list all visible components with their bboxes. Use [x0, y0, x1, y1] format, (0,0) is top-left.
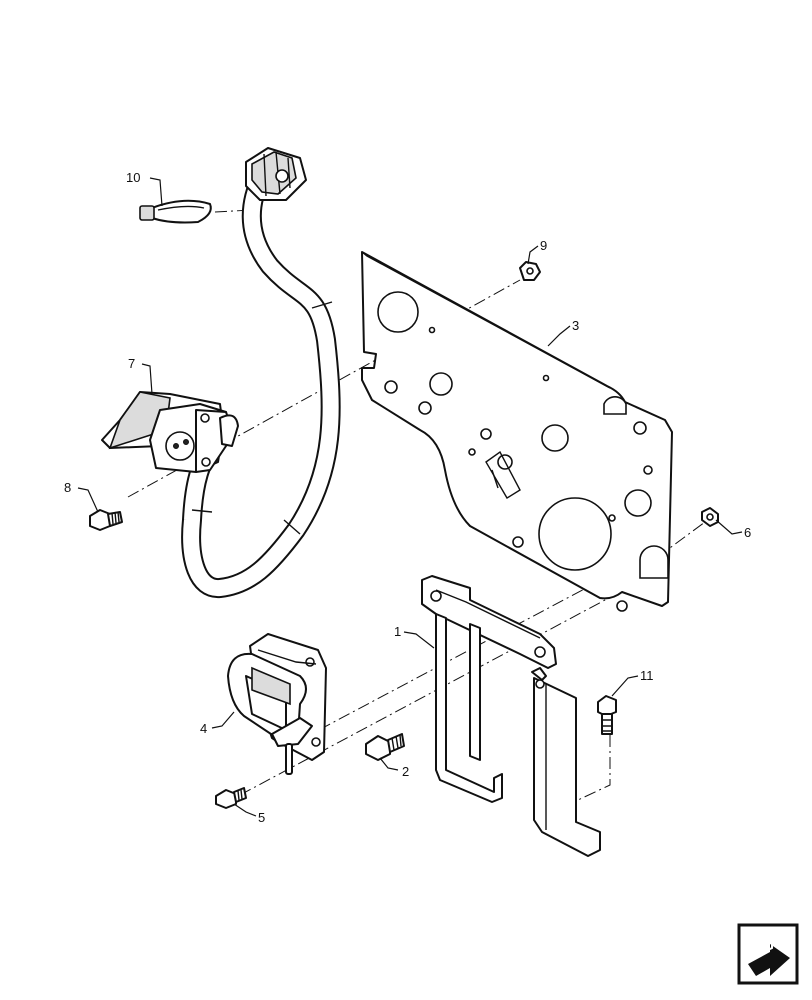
bolt-part-2[interactable]	[365, 733, 405, 761]
callout-11: 11	[640, 668, 654, 683]
wiring-harness[interactable]	[181, 147, 341, 598]
cable-tie[interactable]	[139, 199, 212, 224]
callout-9: 9	[540, 238, 547, 253]
callout-6: 6	[744, 525, 751, 540]
nut-part-6[interactable]	[701, 507, 719, 527]
callout-1: 1	[394, 624, 401, 639]
bolt-part-8[interactable]	[89, 509, 123, 531]
forward-arrow-icon[interactable]	[737, 923, 799, 985]
trailer-socket[interactable]	[227, 633, 327, 775]
plate-hole-large-center	[538, 497, 612, 571]
callout-8: 8	[64, 480, 71, 495]
callout-labels: 10 9 3 7 8 6 1 11 4 2 5	[64, 170, 751, 825]
nut-part-9[interactable]	[519, 261, 541, 281]
callout-4: 4	[200, 721, 207, 736]
bolt-part-11[interactable]	[597, 695, 617, 735]
plate-hole-large-top	[377, 291, 419, 333]
harness-connector-plug	[245, 147, 307, 201]
screw-part-5[interactable]	[215, 787, 247, 809]
callout-2: 2	[402, 764, 409, 779]
callout-10: 10	[126, 170, 140, 185]
mounting-bracket[interactable]	[421, 575, 601, 857]
callout-3: 3	[572, 318, 579, 333]
mounting-plate[interactable]	[361, 251, 673, 612]
leader-lines	[77, 177, 743, 817]
trailer-socket-harness-end[interactable]	[101, 391, 239, 473]
callout-5: 5	[258, 810, 265, 825]
callout-7: 7	[128, 356, 135, 371]
